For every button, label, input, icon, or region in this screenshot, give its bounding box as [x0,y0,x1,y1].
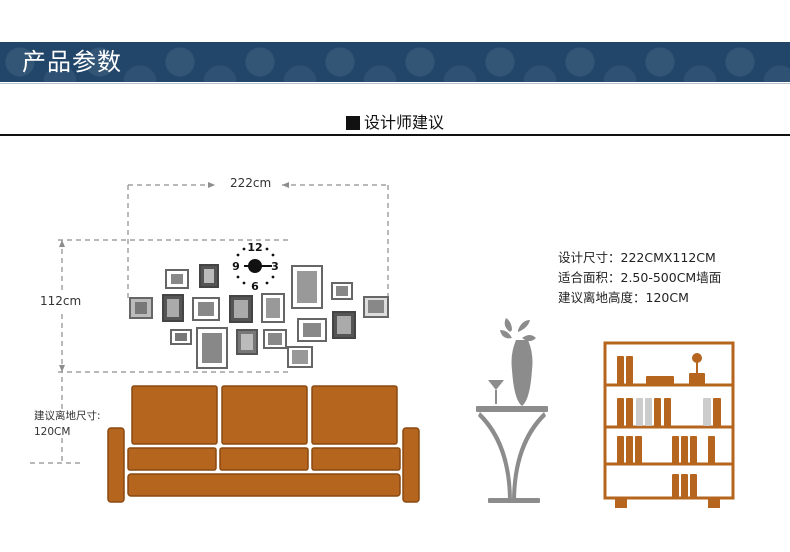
square-bullet-icon [346,116,360,130]
side-table [476,318,548,503]
product-params-banner: 产品参数 [0,42,790,82]
sofa-seat-cushion [127,447,217,471]
bookshelf-frame [603,341,735,500]
books [617,356,721,498]
spec-floor-height: 建议离地高度：120CM [558,290,689,305]
photo-frame [229,295,253,323]
photo-frame [199,264,219,288]
floor-height-value: 120CM [34,426,71,438]
sofa-base [127,473,401,497]
photo-frame [196,327,228,369]
clock-numeral-6: 6 [251,280,259,293]
photo-frame [236,329,258,355]
spec-design-size: 设计尺寸：222CMX112CM [558,250,716,265]
floor-height-label: 建议离地尺寸: [34,410,101,422]
bookshelf [603,341,735,508]
sofa-seat-cushion [311,447,401,471]
wine-glass [488,380,504,390]
designer-suggestion-heading: 设计师建议 [0,112,790,134]
sofa [107,385,420,503]
spec-list: 设计尺寸：222CMX112CM 适合面积：2.50-500CM墙面 建议离地高… [558,248,721,308]
clock-numeral-3: 3 [271,260,279,273]
table-legs [478,412,546,502]
banner-title: 产品参数 [22,48,122,76]
sofa-arm-right [402,427,420,503]
photo-frame-gallery [129,264,389,369]
sofa-back-cushion [131,385,218,445]
wine-glass-stem [495,390,497,404]
width-dimension-label: 222cm [230,176,272,190]
photo-frame [170,329,192,345]
vase [511,340,533,406]
photo-frame [291,265,323,309]
dimension-guides [30,184,389,464]
photo-frame [165,269,189,289]
height-dimension-label: 112cm [40,294,82,308]
sofa-back-cushion [311,385,398,445]
clock-numeral-9: 9 [232,260,240,273]
photo-frame [287,346,313,368]
sofa-back-cushion [221,385,308,445]
photo-frame [192,297,220,321]
spec-wall-area: 适合面积：2.50-500CM墙面 [558,270,722,285]
section-title: 设计师建议 [364,113,445,132]
sofa-seat-cushion [219,447,309,471]
photo-frame [332,311,356,339]
wall-clock: 12 9 3 6 [232,241,279,293]
photo-frame [162,294,184,322]
vase-flowers [500,318,536,341]
photo-frame [363,296,389,318]
table-top [476,406,548,412]
potted-flower [689,353,705,384]
photo-frame [331,282,353,300]
section-rule [0,134,790,136]
photo-frame [129,297,153,319]
photo-frame [263,329,287,349]
photo-frame [261,293,285,323]
table-base [488,498,540,503]
banner-divider [0,83,790,84]
dimension-arrows [59,182,289,372]
clock-numeral-12: 12 [247,241,262,254]
sofa-arm-left [107,427,125,503]
photo-frame [297,318,327,342]
